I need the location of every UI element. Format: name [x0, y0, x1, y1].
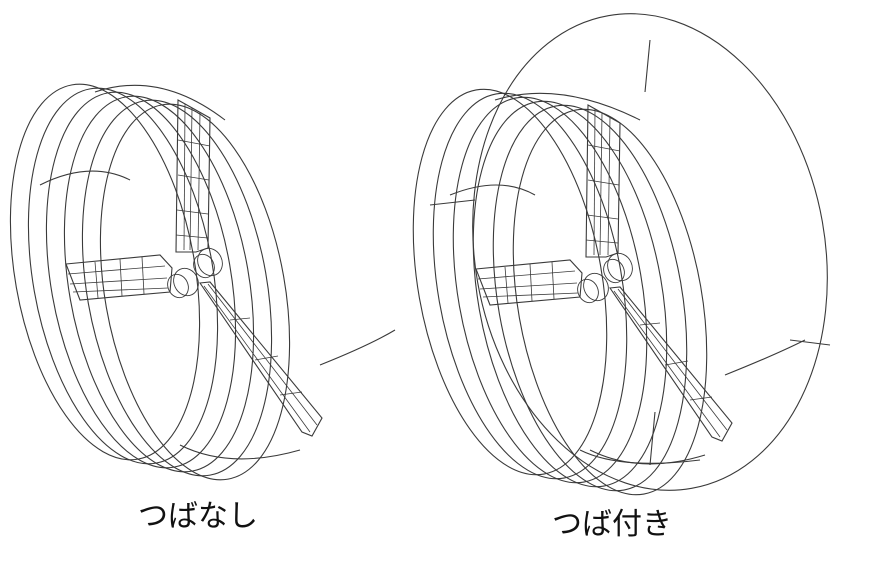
duct-seam-line: [40, 171, 130, 185]
hub-ellipse: [579, 269, 613, 305]
duct-ring: [406, 78, 655, 494]
duct-ring: [386, 74, 635, 490]
blade-rib-line: [530, 264, 532, 301]
blade-rib-line: [230, 318, 250, 320]
blade-rib-line: [142, 257, 144, 294]
flange-segment-line: [650, 412, 655, 465]
hub-ellipse: [190, 251, 218, 281]
hub-ellipse: [600, 256, 628, 286]
blade-rib-line: [68, 266, 165, 274]
blade-rib-line: [190, 108, 192, 250]
blade-rib-line: [178, 140, 210, 146]
blade-rib-line: [588, 145, 620, 151]
flange-segment-line: [790, 340, 830, 345]
hub-ellipse: [164, 271, 192, 301]
blade-rib-line: [255, 356, 278, 360]
blade-rib-line: [614, 291, 720, 437]
blade-rib-line: [184, 104, 185, 250]
duct-ring: [73, 89, 316, 494]
hub-ellipse: [574, 276, 602, 306]
blade-rib-line: [73, 288, 168, 292]
blade-rib-line: [505, 267, 508, 303]
duct-seam-line: [180, 445, 300, 459]
blade-rib-line: [95, 262, 98, 298]
blade-rib-line: [608, 117, 610, 255]
blade-rib-line: [120, 259, 122, 296]
blade-rib-line: [177, 210, 208, 214]
duct-seam-line: [320, 330, 395, 365]
duct-seam-line: [450, 185, 535, 195]
duct-ring: [446, 86, 695, 502]
blade-rib-line: [480, 283, 577, 289]
flange-rim: [436, 0, 864, 519]
blade-rib-line: [600, 113, 602, 255]
blade-rib-line: [640, 323, 660, 325]
blade-rib-line: [478, 271, 575, 279]
hub-ellipse: [169, 264, 203, 300]
duct-ring: [426, 82, 675, 498]
blade-rib-line: [552, 262, 554, 299]
blade-rib-line: [204, 286, 310, 432]
duct-ring: [466, 90, 715, 506]
blade-outline: [200, 282, 322, 436]
caption-with-flange: つば付き: [552, 507, 672, 542]
hub-ellipse: [193, 244, 227, 280]
blade-rib-line: [176, 235, 208, 238]
hub-ellipse: [603, 249, 637, 285]
duct-seam-line: [725, 340, 805, 375]
duct-ring: [55, 85, 298, 490]
blade-rib-line: [178, 175, 209, 180]
blade-rib-line: [690, 397, 712, 400]
duct-seam-line: [495, 93, 640, 120]
duct-ring: [486, 94, 735, 510]
blade-outline: [610, 287, 732, 441]
blade-rib-line: [586, 240, 618, 243]
duct-seam-line: [95, 85, 225, 120]
flange-segment-line: [645, 40, 650, 92]
blade-outline: [66, 255, 172, 300]
flange-segment-line: [580, 450, 700, 463]
blade-rib-line: [70, 278, 167, 284]
flange-segment-line: [430, 200, 475, 205]
blade-rib-line: [483, 293, 578, 297]
blade-rib-line: [665, 361, 688, 365]
blade-rib-line: [587, 215, 618, 219]
blade-rib-line: [208, 284, 317, 425]
blade-rib-line: [594, 109, 595, 255]
blade-rib-line: [280, 392, 302, 395]
blade-rib-line: [198, 112, 200, 250]
caption-without-flange: つばなし: [138, 499, 258, 534]
blade-outline: [176, 100, 210, 252]
blade-rib-line: [618, 289, 727, 430]
blade-outline: [476, 260, 582, 305]
duct-seam-line: [590, 450, 705, 464]
blade-rib-line: [588, 180, 619, 185]
blade-outline: [586, 105, 620, 257]
